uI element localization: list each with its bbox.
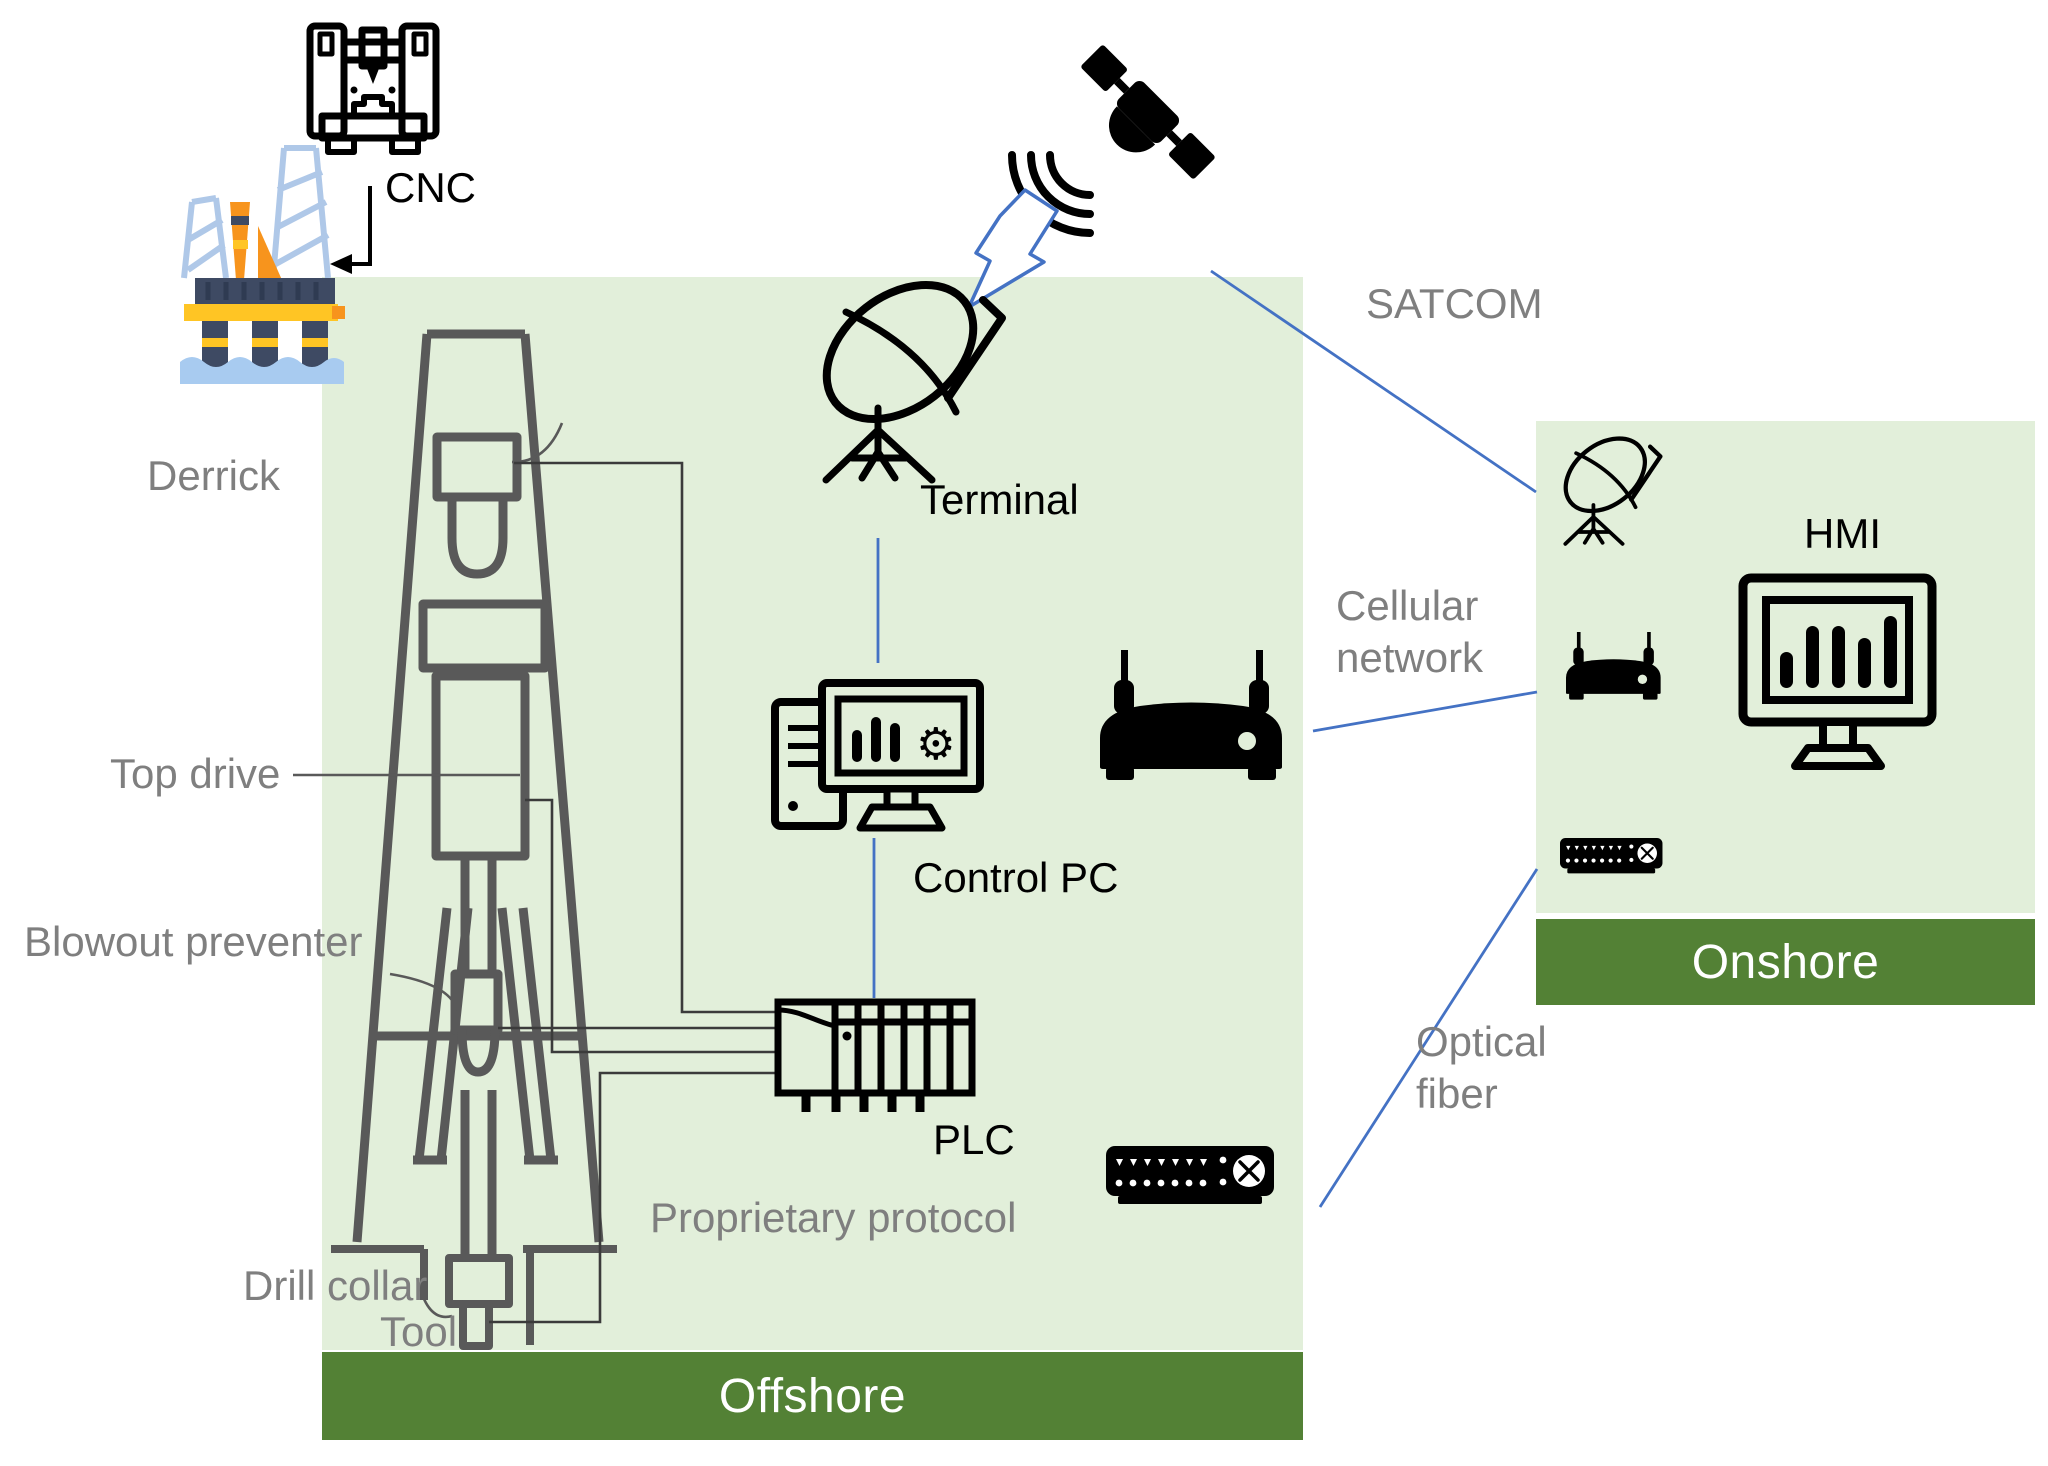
proprietary-protocol-label: Proprietary protocol (650, 1194, 1017, 1241)
optical-fiber-label: Optical fiber (1416, 1018, 1547, 1118)
plc-label: PLC (933, 1116, 1015, 1163)
wire-crown-to-plc (514, 461, 776, 1014)
drill-collar-pointer-arc (418, 1287, 453, 1319)
derrick-label: Derrick (147, 452, 280, 499)
control-pc-icon: ⚙ (771, 679, 984, 832)
hmi-monitor-icon (1738, 573, 1937, 770)
offshore-router-icon (1100, 650, 1282, 780)
offshore-banner: Offshore (322, 1352, 1303, 1440)
onshore-banner-label: Onshore (1691, 935, 1880, 989)
terminal-dish-icon (801, 257, 1002, 480)
cnc-label: CNC (385, 164, 476, 211)
plc-icon (774, 998, 976, 1112)
cnc-pointer-arrow (330, 186, 372, 274)
hmi-label: HMI (1804, 510, 1881, 557)
satellite-icon (1008, 45, 1215, 237)
offshore-switch-icon (1104, 1144, 1276, 1206)
tool-label: Tool (380, 1308, 458, 1355)
terminal-label: Terminal (920, 476, 1079, 523)
wire-tool-to-plc (489, 1071, 776, 1324)
satcom-link-line (1210, 269, 1537, 494)
derrick-drawing (331, 329, 617, 1350)
blowout-preventer-label: Blowout preventer (24, 918, 363, 965)
lightning-bolt-icon (967, 188, 1059, 309)
offshore-banner-label: Offshore (718, 1369, 907, 1423)
control-pc-label: Control PC (913, 854, 1119, 901)
top-drive-label: Top drive (110, 750, 281, 797)
cnc-machine-icon (306, 22, 440, 155)
blowout-pointer-arc (389, 972, 459, 1011)
onshore-banner: Onshore (1536, 919, 2035, 1005)
optical-fiber-line (1318, 868, 1539, 1208)
onshore-router-icon (1566, 632, 1661, 700)
cellular-link-line (1312, 690, 1538, 733)
onshore-dish-icon (1552, 424, 1661, 544)
cellular-network-label: Cellular network (1336, 582, 1484, 682)
drill-collar-label: Drill collar (243, 1262, 428, 1309)
gear-icon: ⚙ (916, 719, 955, 770)
wire-topdrive-to-plc (525, 798, 776, 1054)
satcom-label: SATCOM (1366, 280, 1543, 327)
onshore-switch-icon (1558, 836, 1664, 875)
oil-rig-icon (180, 145, 345, 384)
